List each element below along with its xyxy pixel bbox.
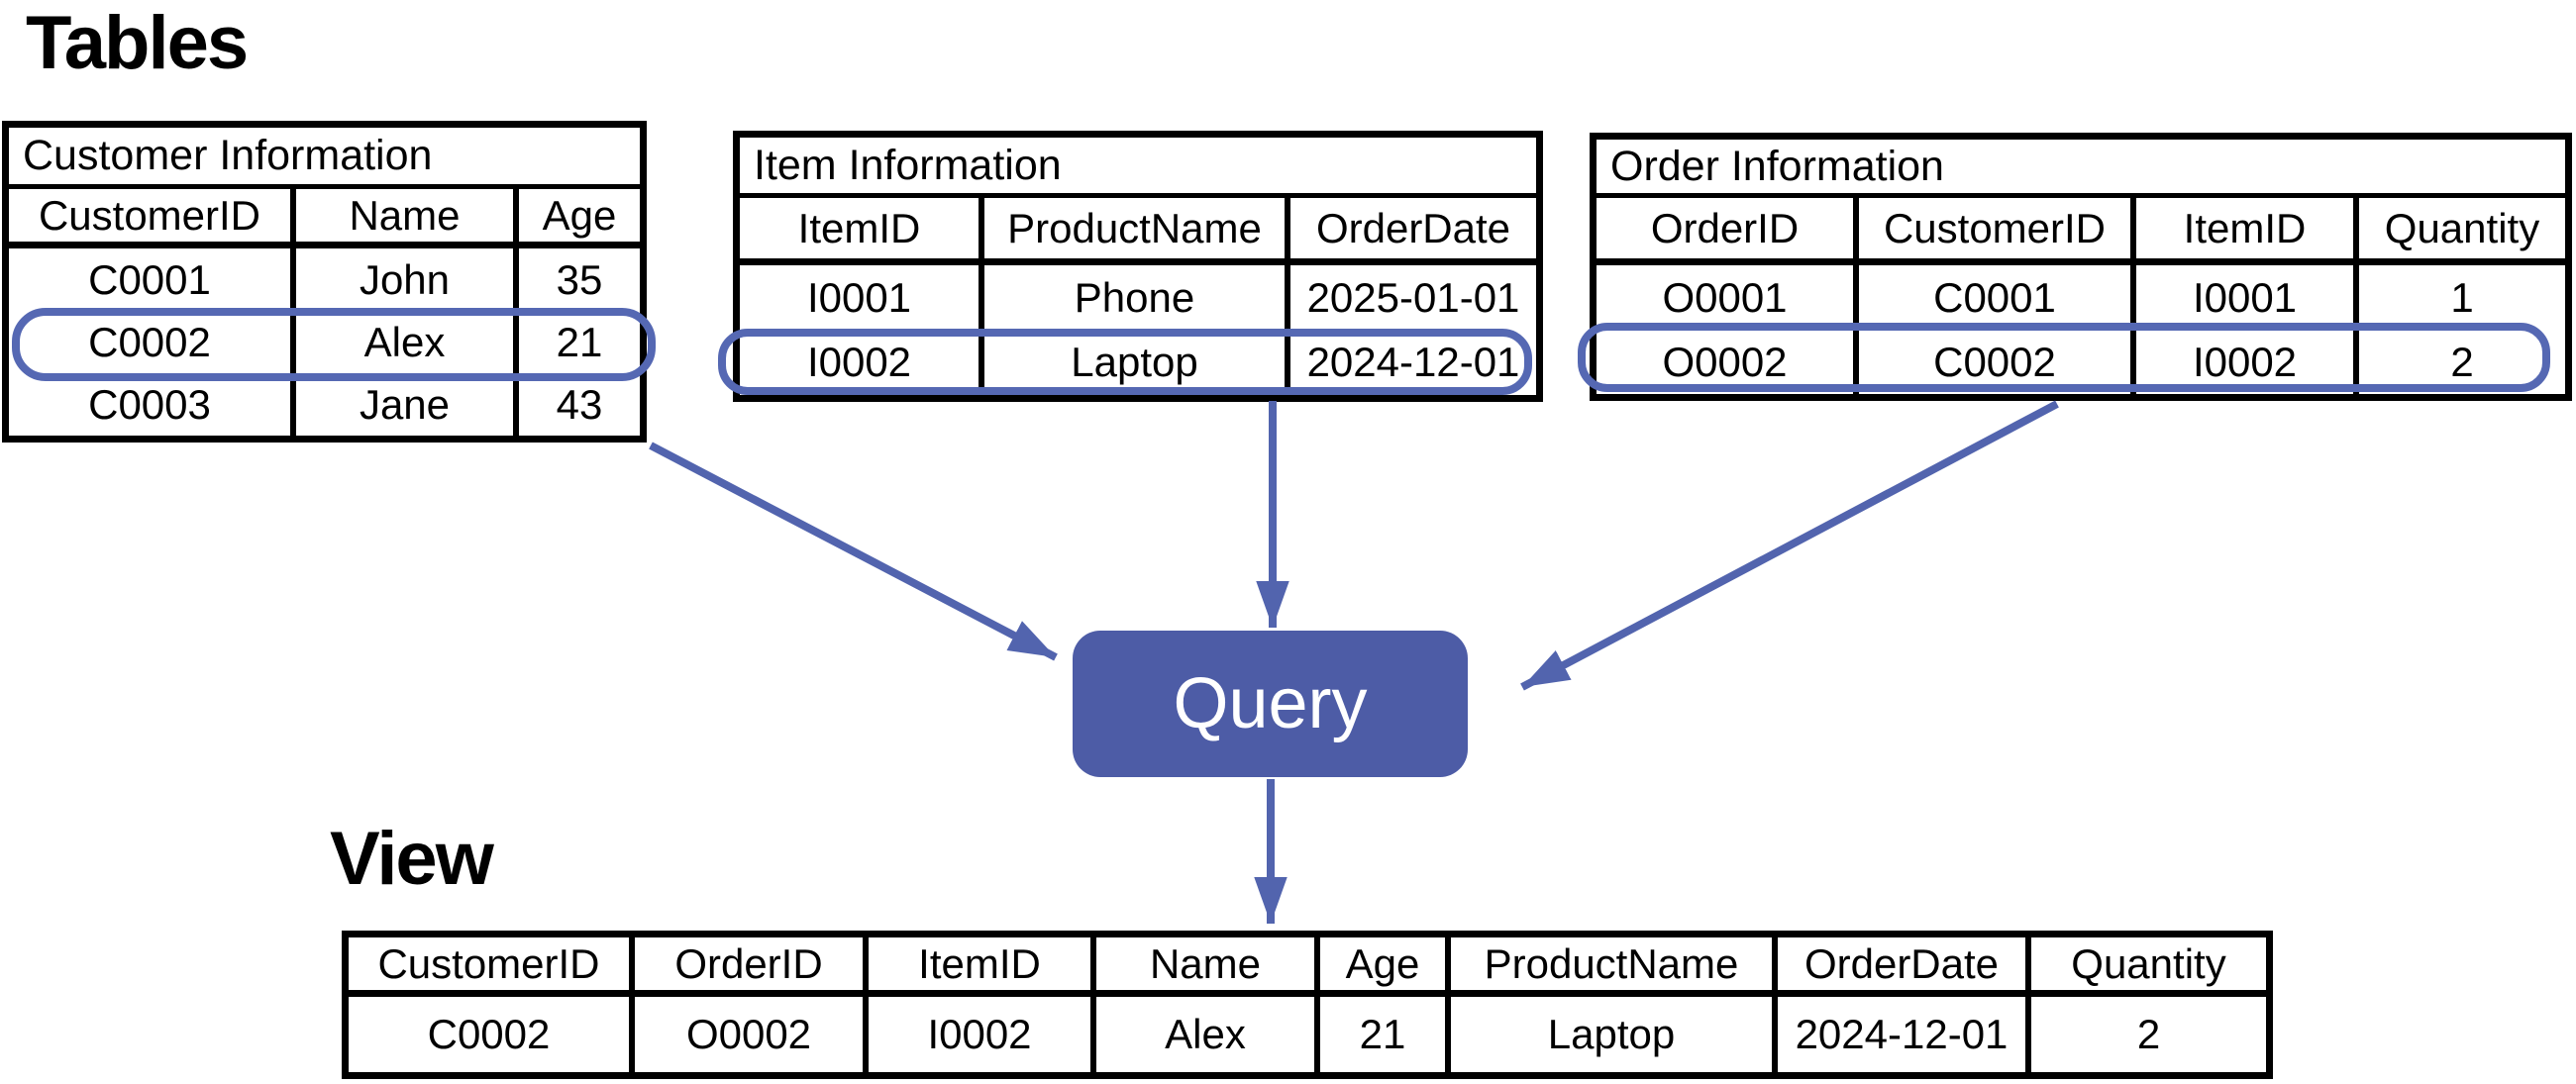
header-cell: OrderID bbox=[1650, 204, 1800, 251]
data-cell: Alex bbox=[290, 311, 513, 373]
data-cell: C0002 bbox=[88, 318, 211, 365]
data-cell: 35 bbox=[513, 248, 640, 311]
header-cell: Name bbox=[1090, 937, 1314, 990]
data-cell: 21 bbox=[513, 311, 640, 373]
table-header-row: CustomerID OrderID ItemID Name Age Produ… bbox=[349, 937, 2266, 997]
view-section-label: View bbox=[330, 817, 494, 901]
data-cell: 21 bbox=[1314, 997, 1445, 1072]
data-cell: 2024-12-01 bbox=[1285, 330, 1536, 394]
header-cell: OrderDate bbox=[1285, 198, 1536, 258]
table-header-row: OrderID CustomerID ItemID Quantity bbox=[1597, 198, 2565, 265]
table-row: O0001 C0001 I0001 1 bbox=[1597, 265, 2565, 330]
order-information-table: Order Information OrderID CustomerID Ite… bbox=[1590, 133, 2572, 401]
header-cell: CustomerID bbox=[1853, 198, 2130, 258]
arrow-order-to-query bbox=[1520, 400, 2059, 691]
data-cell: Laptop bbox=[979, 330, 1285, 394]
arrow-customer-to-query bbox=[649, 442, 1058, 661]
tables-section-label: Tables bbox=[26, 1, 249, 85]
query-node: Query bbox=[1073, 631, 1468, 777]
table-row: C0003 Jane 43 bbox=[9, 373, 640, 436]
header-cell: ItemID bbox=[2130, 198, 2353, 258]
data-cell: Phone bbox=[979, 265, 1285, 330]
header-cell: Name bbox=[290, 189, 513, 242]
header-cell: ItemID bbox=[797, 204, 921, 251]
table-title: Customer Information bbox=[9, 128, 640, 189]
header-cell: Quantity bbox=[2353, 198, 2565, 258]
data-cell: O0001 bbox=[1662, 273, 1788, 321]
table-row: I0002 Laptop 2024-12-01 bbox=[740, 330, 1536, 394]
data-cell: C0002 bbox=[1853, 330, 2130, 394]
data-cell: 2024-12-01 bbox=[1772, 997, 2025, 1072]
data-cell: Laptop bbox=[1445, 997, 1772, 1072]
data-cell: I0001 bbox=[806, 273, 912, 321]
data-cell: I0002 bbox=[2130, 330, 2353, 394]
data-cell: O0002 bbox=[629, 997, 863, 1072]
data-cell: O0002 bbox=[1662, 338, 1788, 385]
data-cell: 2 bbox=[2025, 997, 2266, 1072]
data-cell: 43 bbox=[513, 373, 640, 436]
table-row: O0002 C0002 I0002 2 bbox=[1597, 330, 2565, 394]
header-cell: ProductName bbox=[1445, 937, 1772, 990]
data-cell: I0001 bbox=[2130, 265, 2353, 330]
header-cell: OrderDate bbox=[1772, 937, 2025, 990]
header-cell: Quantity bbox=[2025, 937, 2266, 990]
data-cell: Jane bbox=[290, 373, 513, 436]
data-cell: John bbox=[290, 248, 513, 311]
table-row: C0002 O0002 I0002 Alex 21 Laptop 2024-12… bbox=[349, 997, 2266, 1072]
item-information-table: Item Information ItemID ProductName Orde… bbox=[733, 131, 1543, 402]
header-cell: ItemID bbox=[863, 937, 1090, 990]
data-cell: C0002 bbox=[427, 1011, 551, 1057]
view-result-table: CustomerID OrderID ItemID Name Age Produ… bbox=[342, 931, 2273, 1079]
data-cell: C0001 bbox=[88, 255, 211, 303]
data-cell: 2 bbox=[2353, 330, 2565, 394]
table-header-row: CustomerID Name Age bbox=[9, 189, 640, 248]
data-cell: 1 bbox=[2353, 265, 2565, 330]
header-cell: CustomerID bbox=[38, 191, 261, 239]
table-header-row: ItemID ProductName OrderDate bbox=[740, 198, 1536, 265]
table-row: C0001 John 35 bbox=[9, 248, 640, 311]
header-cell: ProductName bbox=[979, 198, 1285, 258]
header-cell: Age bbox=[513, 189, 640, 242]
data-cell: I0002 bbox=[806, 338, 912, 385]
table-row: I0001 Phone 2025-01-01 bbox=[740, 265, 1536, 330]
data-cell: C0001 bbox=[1853, 265, 2130, 330]
header-cell: Age bbox=[1314, 937, 1445, 990]
table-title: Order Information bbox=[1597, 140, 2565, 198]
data-cell: I0002 bbox=[863, 997, 1090, 1072]
header-cell: CustomerID bbox=[377, 939, 600, 987]
table-row: C0002 Alex 21 bbox=[9, 311, 640, 373]
header-cell: OrderID bbox=[629, 937, 863, 990]
data-cell: C0003 bbox=[88, 380, 211, 428]
customer-information-table: Customer Information CustomerID Name Age… bbox=[2, 121, 647, 443]
table-title: Item Information bbox=[740, 138, 1536, 198]
data-cell: Alex bbox=[1090, 997, 1314, 1072]
data-cell: 2025-01-01 bbox=[1285, 265, 1536, 330]
